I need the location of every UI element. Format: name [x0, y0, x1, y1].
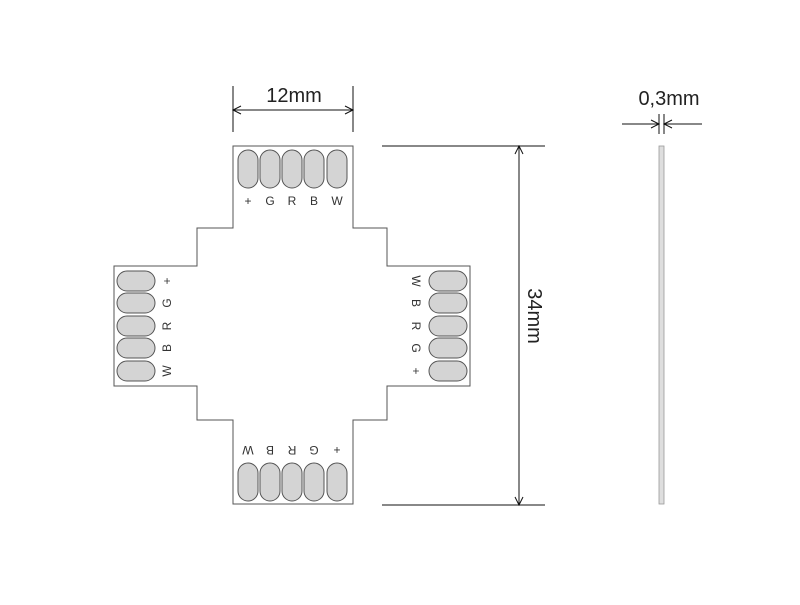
left-pad: [116, 337, 156, 359]
left-pin-label: W: [160, 365, 174, 377]
right-pin-label: R: [409, 322, 423, 331]
right-pad-group: [428, 270, 468, 382]
left-pin-label: G: [160, 298, 174, 307]
length-arrow-bottom: [514, 496, 524, 507]
bottom-pin-label: G: [309, 443, 318, 457]
top-pad: [259, 149, 281, 189]
right-pad: [428, 315, 468, 337]
thickness-arrow-left: [650, 119, 661, 129]
right-pad: [428, 360, 468, 382]
top-pin-label: R: [288, 194, 297, 208]
width-arrow-left: [231, 105, 242, 115]
right-pin-label: B: [409, 299, 423, 307]
bottom-pad: [281, 462, 303, 502]
left-pin-label: R: [160, 321, 174, 330]
length-dimension: [382, 144, 545, 507]
connector-outline: [113, 145, 471, 505]
right-pad: [428, 292, 468, 314]
length-arrow-top: [514, 144, 524, 155]
left-pin-label: B: [160, 344, 174, 352]
top-pad: [303, 149, 325, 189]
top-pad: [281, 149, 303, 189]
thickness-dimension: [622, 114, 702, 134]
top-pad-group: [237, 149, 348, 189]
bottom-pin-label: +: [333, 443, 340, 457]
bottom-pad: [326, 462, 348, 502]
top-pin-label: +: [244, 194, 251, 208]
bottom-pin-label: B: [266, 443, 274, 457]
side-view-strip: [658, 145, 665, 505]
width-dimension: [231, 86, 355, 132]
bottom-pad-group: [237, 462, 348, 502]
thickness-label: 0,3mm: [638, 88, 699, 110]
right-pad: [428, 337, 468, 359]
left-pad: [116, 292, 156, 314]
left-pad: [116, 315, 156, 337]
thickness-arrow-right: [662, 119, 673, 129]
left-pad: [116, 360, 156, 382]
bottom-pad: [303, 462, 325, 502]
top-pad: [326, 149, 348, 189]
length-label: 34mm: [523, 288, 545, 344]
width-label: 12mm: [266, 85, 322, 107]
left-pin-label: +: [160, 277, 174, 284]
bottom-pin-label: R: [287, 443, 296, 457]
top-pin-label: G: [265, 194, 274, 208]
right-pad: [428, 270, 468, 292]
top-pad: [237, 149, 259, 189]
bottom-pad: [259, 462, 281, 502]
right-pin-label: +: [409, 367, 423, 374]
top-pin-label: W: [331, 194, 343, 208]
right-pin-label: W: [409, 275, 423, 287]
width-arrow-right: [344, 105, 355, 115]
left-pad-group: [116, 270, 156, 382]
top-pin-label: B: [310, 194, 318, 208]
left-pad: [116, 270, 156, 292]
bottom-pad: [237, 462, 259, 502]
right-pin-label: G: [409, 343, 423, 352]
bottom-pin-label: W: [242, 443, 254, 457]
